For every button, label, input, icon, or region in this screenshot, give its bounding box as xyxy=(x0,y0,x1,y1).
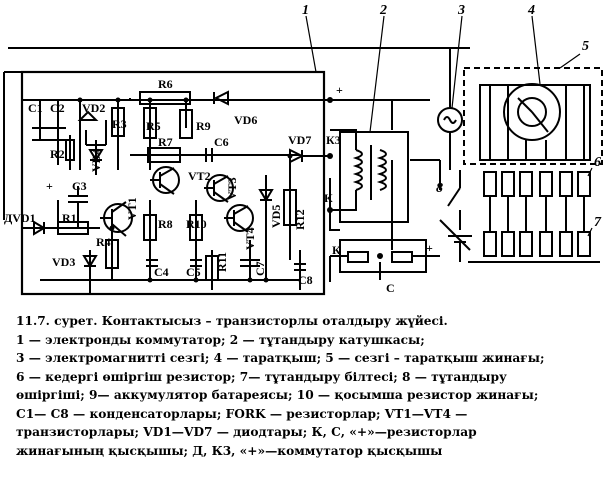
label-c6: C6 xyxy=(214,135,229,149)
label-r11: R11 xyxy=(215,252,229,272)
label-r5: R5 xyxy=(146,119,161,133)
label-c3: C3 xyxy=(72,179,87,193)
terminal-k2: К xyxy=(332,243,341,257)
callout-8: 8 xyxy=(436,181,443,196)
label-c4: C4 xyxy=(154,265,169,279)
label-c1: C1 xyxy=(28,101,43,115)
callout-3: 3 xyxy=(457,3,465,18)
component-labels: C1 C2 VD2 R6 R2 R3 R5 R9 VD6 VD4 R7 C6 V… xyxy=(4,77,313,287)
distributor-box xyxy=(463,67,603,165)
label-vd5: VD5 xyxy=(269,205,283,228)
label-r6: R6 xyxy=(158,77,173,91)
label-r9: R9 xyxy=(196,119,211,133)
label-vd7: VD7 xyxy=(288,133,311,147)
label-vd6: VD6 xyxy=(234,113,257,127)
caption-line-2: 1 — электронды коммутатор; 2 — тұтандыру… xyxy=(16,332,425,347)
label-vt4: VT4 xyxy=(243,227,257,250)
label-dvd1: ДVD1 xyxy=(4,211,36,225)
callout-1: 1 xyxy=(302,3,309,18)
label-r12: R12 xyxy=(293,209,307,230)
terminal-plus-2: + xyxy=(426,241,433,255)
caption-line-3: 3 — электромагнитті сезгі; 4 — таратқыш;… xyxy=(16,351,545,365)
terminal-c: С xyxy=(386,281,395,295)
terminal-k: К xyxy=(324,191,333,205)
terminal-labels: К3 К К С + + + xyxy=(46,83,433,295)
callout-6: 6 xyxy=(594,155,601,170)
label-vd2: VD2 xyxy=(82,101,105,115)
callout-4: 4 xyxy=(527,3,535,18)
label-r4: R4 xyxy=(96,235,111,249)
label-vt2: VT2 xyxy=(188,169,211,183)
label-c8: C8 xyxy=(298,273,313,287)
caption-line-4: 6 — кедергі өшіргіш резистор; 7— тұтанды… xyxy=(16,369,507,384)
label-c2: C2 xyxy=(50,101,65,115)
caption-line-5: өшіргіші; 9— аккумулятор батареясы; 10 —… xyxy=(16,388,539,402)
label-c5: C5 xyxy=(186,265,201,279)
label-r3: R3 xyxy=(112,117,127,131)
label-r10: R10 xyxy=(186,217,207,231)
terminal-plus-3: + xyxy=(46,179,53,193)
callout-2: 2 xyxy=(379,3,387,18)
label-vd3: VD3 xyxy=(52,255,75,269)
label-vt1: VT1 xyxy=(125,197,139,220)
terminal-plus-1: + xyxy=(336,83,343,97)
caption-line-7: транзисторлары; VD1—VD7 — диодтары; К, С… xyxy=(16,425,477,439)
caption-line-1: 11.7. сурет. Контактысыз – транзисторлы … xyxy=(16,314,448,328)
label-vt3: VT3 xyxy=(225,177,239,200)
label-r1: R1 xyxy=(62,211,77,225)
figure-caption: 11.7. сурет. Контактысыз – транзисторлы … xyxy=(16,312,606,460)
caption-line-8: жинағының қысқышы; Д, К3, «+»—коммутатор… xyxy=(16,443,443,458)
label-r8: R8 xyxy=(158,217,173,231)
callout-7: 7 xyxy=(594,215,602,230)
label-r7: R7 xyxy=(158,135,173,149)
caption-line-6: С1— С8 — конденсаторлары; FORK — резисто… xyxy=(16,406,468,421)
ignition-coil-box xyxy=(339,131,409,223)
label-vd4: VD4 xyxy=(89,149,103,172)
label-r2: R2 xyxy=(50,147,65,161)
label-c7: C7 xyxy=(253,261,267,276)
terminal-k3: К3 xyxy=(326,133,341,147)
callout-5: 5 xyxy=(582,39,589,54)
callout-numbers: 1 2 3 4 5 6 7 8 xyxy=(302,3,602,230)
circuit-diagram: 1 2 3 4 5 6 7 8 C1 C2 VD2 R6 R2 R3 R5 R9… xyxy=(3,3,603,296)
